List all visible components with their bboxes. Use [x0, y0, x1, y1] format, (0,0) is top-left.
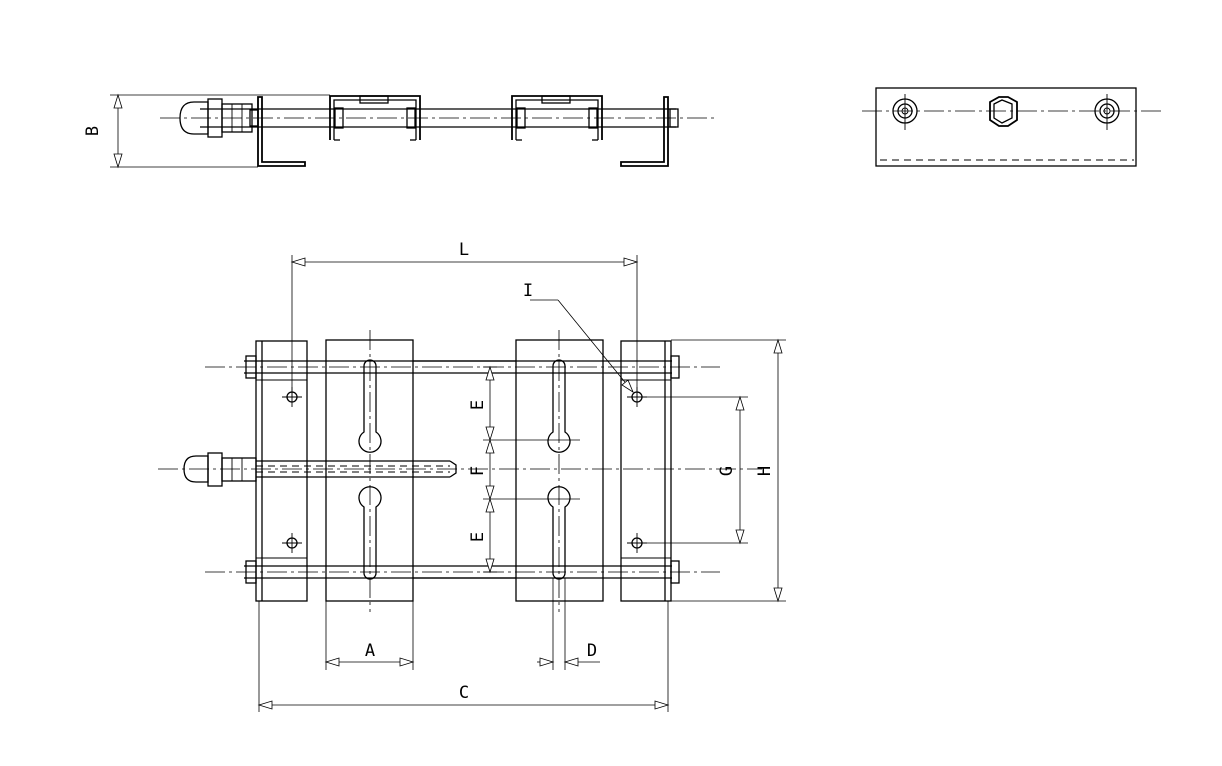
label-i: I [523, 281, 533, 301]
end-view [862, 87, 1162, 167]
label-g: G [717, 466, 737, 476]
label-h: H [755, 466, 775, 476]
label-e-upper: E [468, 400, 488, 410]
label-l: L [459, 240, 469, 260]
label-d: D [587, 641, 597, 661]
label-b: B [83, 126, 103, 136]
label-c: C [459, 683, 469, 703]
label-a: A [365, 641, 375, 661]
label-f: F [468, 466, 488, 476]
side-view [110, 93, 718, 169]
plan-view [158, 255, 786, 712]
label-e-lower: E [468, 532, 488, 542]
